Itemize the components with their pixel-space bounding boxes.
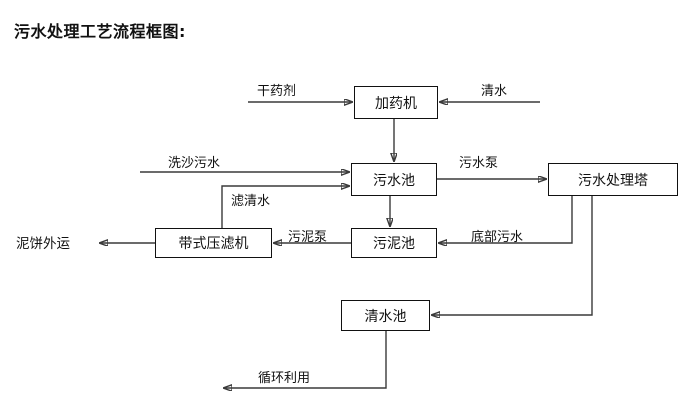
node-dosing-machine-label: 加药机	[375, 95, 417, 112]
page-title: 污水处理工艺流程框图:	[14, 22, 186, 41]
edge-tower-to-clear-pool	[432, 196, 593, 315]
edge-label-sewage-pump: 污水泵	[459, 156, 499, 171]
node-sewage-pool[interactable]: 污水池	[351, 163, 437, 196]
edge-tower-to-sludge-pool-bottom	[439, 196, 573, 243]
node-belt-filter-press-label: 带式压滤机	[178, 236, 249, 252]
edge-label-recycle-reuse: 循环利用	[258, 371, 311, 386]
terminal-label-mud-cake-export: 泥饼外运	[16, 236, 70, 252]
edge-label-filtrate-water: 滤清水	[231, 194, 271, 209]
edge-clear-pool-to-recycle	[224, 331, 387, 388]
node-dosing-machine[interactable]: 加药机	[354, 86, 438, 119]
edge-beltpress-to-sewage-pool-filtrate	[221, 186, 349, 228]
node-treatment-tower-label: 污水处理塔	[578, 172, 648, 189]
node-sludge-pool[interactable]: 污泥池	[351, 228, 437, 258]
node-sewage-pool-label: 污水池	[373, 172, 415, 189]
edge-label-bottom-sewage: 底部污水	[471, 230, 524, 245]
node-sludge-pool-label: 污泥池	[373, 236, 415, 252]
node-belt-filter-press[interactable]: 带式压滤机	[155, 228, 272, 258]
edge-label-sludge-pump: 污泥泵	[288, 230, 328, 245]
edge-label-dry-agent: 干药剂	[257, 84, 297, 99]
edge-label-clean-water: 清水	[481, 84, 508, 99]
node-treatment-tower[interactable]: 污水处理塔	[548, 163, 678, 196]
edge-label-sand-washing-sewage: 洗沙污水	[168, 156, 221, 171]
node-clear-water-pool[interactable]: 清水池	[341, 300, 430, 331]
node-clear-water-pool-label: 清水池	[364, 308, 407, 325]
